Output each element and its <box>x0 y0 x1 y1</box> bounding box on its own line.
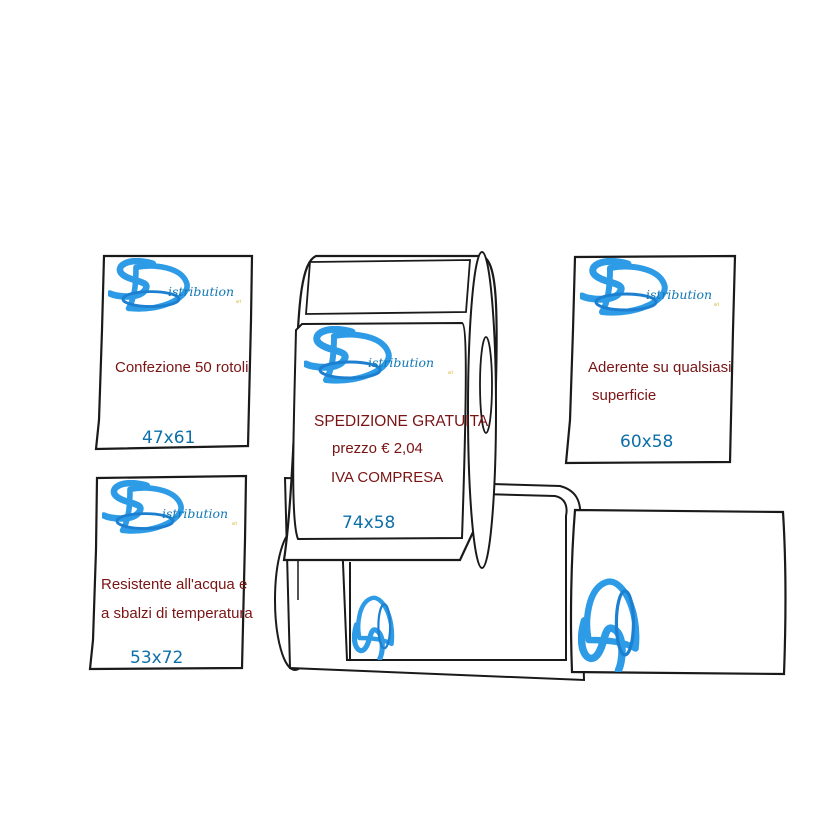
label-text-line: IVA COMPRESA <box>331 469 443 486</box>
label-size: 60x58 <box>620 432 673 452</box>
label-text-line: SPEDIZIONE GRATUITA <box>314 413 489 430</box>
brand-suffix: srl <box>236 299 241 304</box>
label-outline <box>88 474 248 671</box>
brand-suffix: srl <box>232 521 237 526</box>
brand-suffix: srl <box>448 370 453 375</box>
label-card-53x72: istribution srl Resistente all'acqua e a… <box>88 474 253 671</box>
brand-name: istribution <box>646 287 712 302</box>
label-text-line: superficie <box>592 387 656 404</box>
front-roll: istribution srl SPEDIZIONE GRATUITA prez… <box>282 251 498 569</box>
brand-suffix: srl <box>714 302 719 307</box>
label-size: 74x58 <box>342 513 395 533</box>
label-size: 47x61 <box>142 428 195 448</box>
brand-logo: istribution srl <box>110 261 241 309</box>
label-size: 53x72 <box>130 648 183 668</box>
label-text-line: Aderente su qualsiasi <box>588 359 731 376</box>
brand-name: istribution <box>168 284 234 299</box>
label-text-line: prezzo € 2,04 <box>332 440 423 457</box>
brand-logo: istribution srl <box>104 483 237 531</box>
label-text-line: Confezione 50 rotoli <box>115 359 248 376</box>
label-card-60x58: istribution srl Aderente su qualsiasi su… <box>564 254 737 465</box>
label-rolls: istribution srl SPEDIZIONE GRATUITA prez… <box>274 251 586 682</box>
label-text-line: a sbalzi di temperatura <box>101 605 253 622</box>
label-outline <box>569 508 787 676</box>
brand-name: istribution <box>368 355 434 370</box>
label-card-sideways <box>569 508 787 676</box>
brand-logo: istribution srl <box>582 261 719 312</box>
label-text-line: Resistente all'acqua e <box>101 576 247 593</box>
brand-name: istribution <box>162 506 228 521</box>
brand-logo: istribution srl <box>306 329 453 380</box>
label-card-47x61: istribution srl Confezione 50 rotoli 47x… <box>94 254 254 451</box>
